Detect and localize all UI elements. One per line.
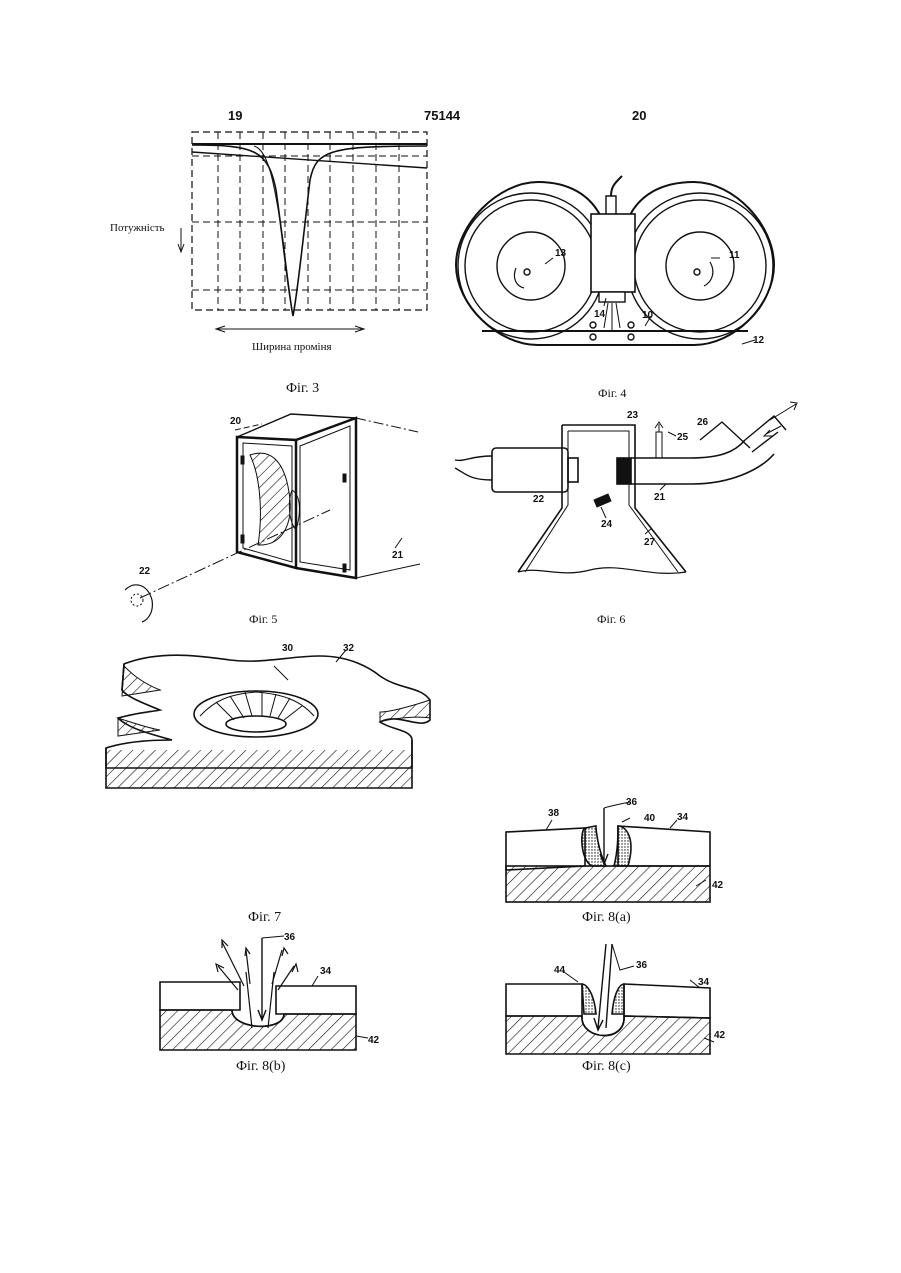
svg-text:34: 34 bbox=[677, 812, 689, 823]
fig8b-cross-section bbox=[160, 936, 368, 1050]
fig4-tape-reel-apparatus bbox=[456, 176, 774, 345]
svg-text:26: 26 bbox=[697, 417, 709, 428]
svg-text:38: 38 bbox=[548, 808, 560, 819]
svg-text:25: 25 bbox=[677, 432, 689, 443]
fig8c-cross-section bbox=[506, 944, 714, 1054]
svg-text:42: 42 bbox=[712, 880, 724, 891]
svg-text:40: 40 bbox=[644, 813, 656, 824]
svg-text:44: 44 bbox=[554, 965, 566, 976]
fig6-nozzle-chamber bbox=[455, 402, 797, 573]
svg-text:10: 10 bbox=[642, 310, 654, 321]
svg-text:21: 21 bbox=[654, 492, 666, 503]
svg-text:42: 42 bbox=[368, 1035, 380, 1046]
fig5-box-assembly bbox=[125, 414, 420, 622]
svg-text:27: 27 bbox=[644, 537, 656, 548]
fig7-crater-surface bbox=[106, 650, 430, 788]
fig7-reference-numerals: 30 32 bbox=[282, 643, 355, 654]
svg-text:42: 42 bbox=[714, 1030, 726, 1041]
svg-text:12: 12 bbox=[753, 335, 765, 346]
svg-text:36: 36 bbox=[284, 932, 296, 943]
svg-text:11: 11 bbox=[729, 250, 740, 261]
svg-text:34: 34 bbox=[320, 966, 332, 977]
svg-text:34: 34 bbox=[698, 977, 710, 988]
svg-text:30: 30 bbox=[282, 643, 294, 654]
svg-text:14: 14 bbox=[594, 309, 606, 320]
svg-text:23: 23 bbox=[627, 410, 639, 421]
svg-text:32: 32 bbox=[343, 643, 355, 654]
fig3-beam-profile bbox=[178, 132, 427, 332]
svg-text:21: 21 bbox=[392, 550, 404, 561]
svg-text:24: 24 bbox=[601, 519, 613, 530]
svg-text:36: 36 bbox=[636, 960, 648, 971]
svg-text:13: 13 bbox=[555, 248, 567, 259]
svg-text:22: 22 bbox=[139, 566, 151, 577]
svg-text:20: 20 bbox=[230, 416, 242, 427]
svg-text:36: 36 bbox=[626, 797, 638, 808]
svg-text:22: 22 bbox=[533, 494, 545, 505]
